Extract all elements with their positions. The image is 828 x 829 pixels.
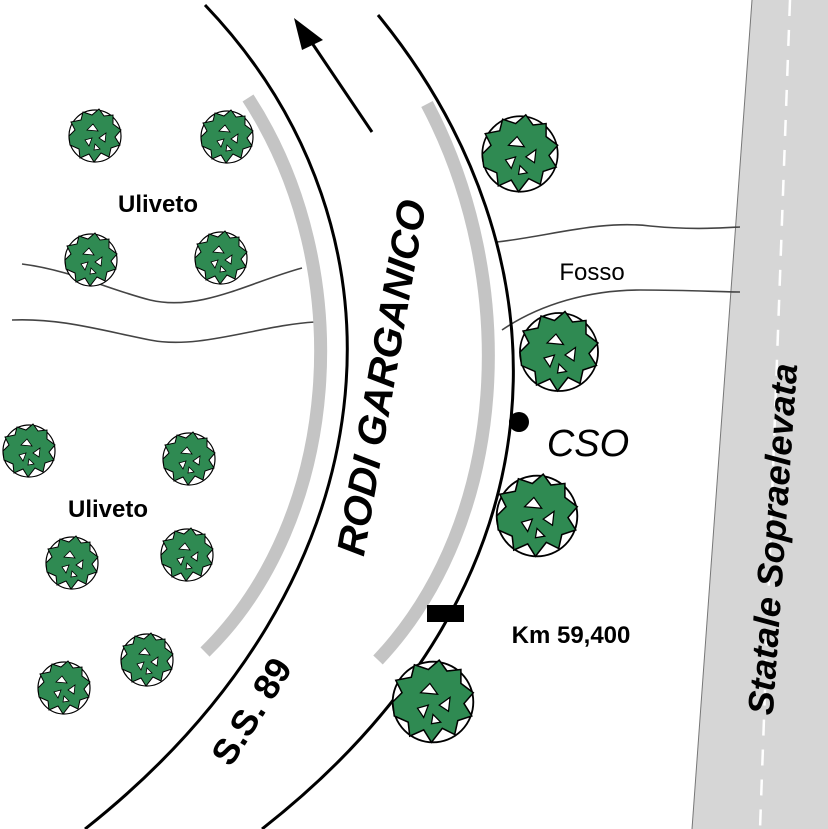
elevated-road	[691, 0, 828, 829]
olive-grove-label-top: Uliveto	[118, 191, 198, 218]
sidewalks	[200, 94, 495, 665]
olive-tree-icon	[194, 230, 248, 285]
black-dot-icon	[509, 412, 529, 432]
lane-marking	[758, 0, 792, 829]
state-road-number-label: S.S. 89	[203, 650, 300, 772]
olive-tree-icon	[495, 473, 579, 558]
north-west-arrow-icon	[294, 18, 374, 133]
olive-tree-icon	[37, 660, 91, 715]
olive-tree-icon	[64, 232, 118, 287]
ditch-label: Fosso	[559, 259, 624, 286]
km-marker-label: Km 59,400	[512, 622, 631, 649]
cso-label: CSO	[547, 423, 629, 465]
olive-tree-icon	[68, 108, 122, 163]
olive-tree-icon	[2, 423, 56, 478]
black-rectangle-marker-icon	[427, 605, 464, 622]
olive-tree-icon	[200, 109, 254, 164]
olive-grove-label-bottom: Uliveto	[68, 496, 148, 523]
olive-tree-icon	[160, 527, 214, 582]
olive-tree-icon	[391, 659, 475, 744]
olive-tree-icon	[481, 113, 559, 193]
olive-tree-icon	[162, 431, 216, 486]
olive-tree-icon	[45, 535, 99, 590]
ditch	[11, 223, 741, 344]
olive-tree-icon	[120, 632, 174, 687]
olive-tree-icon	[519, 310, 599, 392]
